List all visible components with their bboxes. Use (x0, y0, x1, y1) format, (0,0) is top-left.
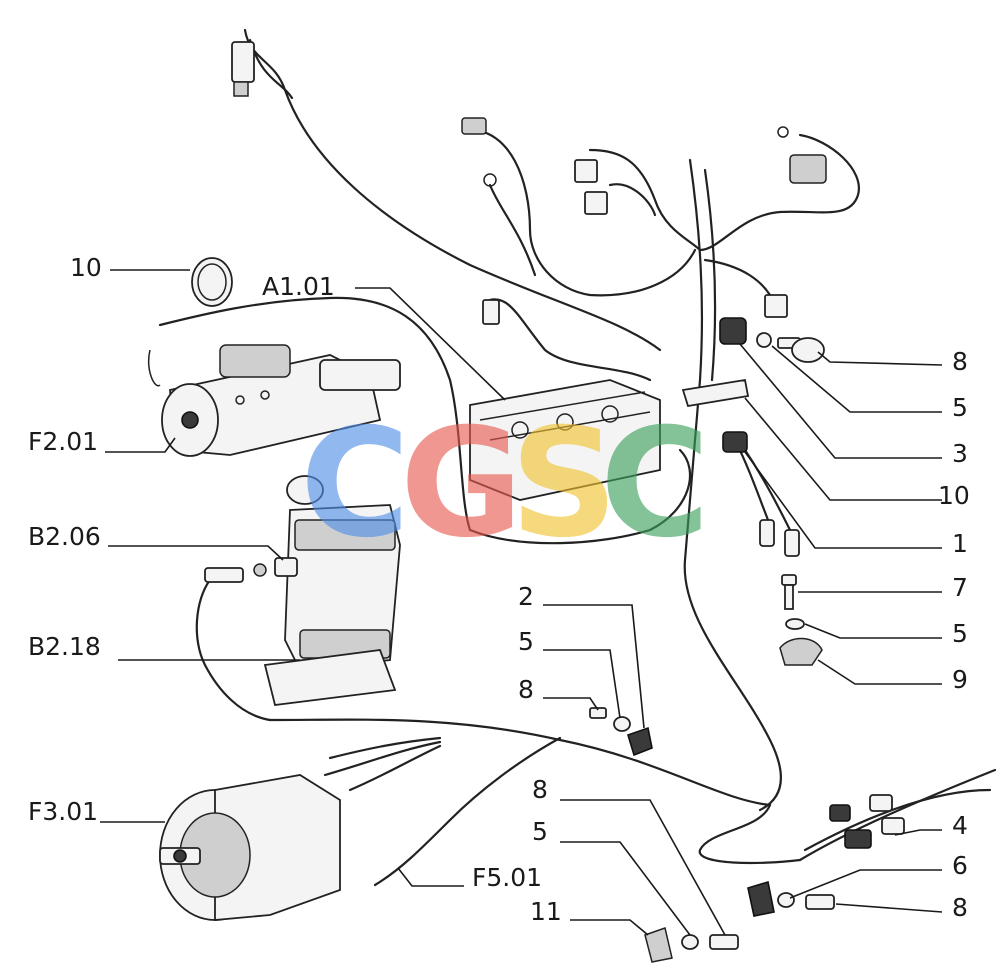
trunk-clamps-icon (681, 317, 800, 557)
callout-10-right: 10 (938, 481, 970, 510)
temperature-sensor-icon (231, 41, 255, 97)
callout-3: 3 (952, 439, 968, 468)
leader-lines (100, 269, 943, 936)
callout-5-r1: 5 (952, 393, 968, 422)
callout-5-r2: 5 (952, 619, 968, 648)
callout-f501: F5.01 (472, 863, 542, 892)
bolt-washer-top-icon (756, 332, 825, 363)
callout-10-left: 10 (70, 253, 102, 282)
starter-motor-icon (148, 344, 401, 457)
callout-6: 6 (952, 851, 968, 880)
callout-8-a: 8 (518, 675, 534, 704)
bottom-fixings-icon (644, 927, 739, 963)
callout-b206: B2.06 (28, 522, 101, 551)
sensor-icon (204, 567, 244, 583)
callout-5-a: 5 (518, 627, 534, 656)
watermark-letter-c1: C (300, 397, 410, 571)
callout-labels: 10 A1.01 F2.01 B2.06 B2.18 F3.01 F5.01 1… (28, 253, 970, 926)
harness-connectors-icon (461, 117, 827, 325)
callout-1: 1 (952, 529, 968, 558)
watermark-letter-g: G (400, 397, 523, 571)
watermark-letter-c2: C (600, 397, 710, 571)
pressure-switch-icon (253, 557, 298, 577)
oil-filter-housing-icon (263, 475, 401, 706)
callout-5-b: 5 (532, 817, 548, 846)
callout-4: 4 (952, 811, 968, 840)
hose-clamp-icon (191, 257, 233, 307)
callout-f201: F2.01 (28, 427, 98, 456)
middle-fixings-icon (589, 707, 653, 757)
watermark-letter-s: S (510, 397, 618, 571)
engine-block-icon (469, 379, 661, 501)
callout-11: 11 (530, 897, 562, 926)
bottom-right-connectors-icon (747, 794, 905, 917)
callout-8-b: 8 (532, 775, 548, 804)
callout-b218: B2.18 (28, 632, 101, 661)
callout-9: 9 (952, 665, 968, 694)
callout-f301: F3.01 (28, 797, 98, 826)
callout-2: 2 (518, 582, 534, 611)
alternator-icon (159, 774, 341, 921)
bolt-clip-assembly-icon (779, 574, 823, 666)
callout-a101: A1.01 (262, 272, 335, 301)
callout-8-r1: 8 (952, 347, 968, 376)
callout-7: 7 (952, 573, 968, 602)
callout-8-r2: 8 (952, 893, 968, 922)
cgsc-watermark: C G S C (300, 397, 710, 571)
